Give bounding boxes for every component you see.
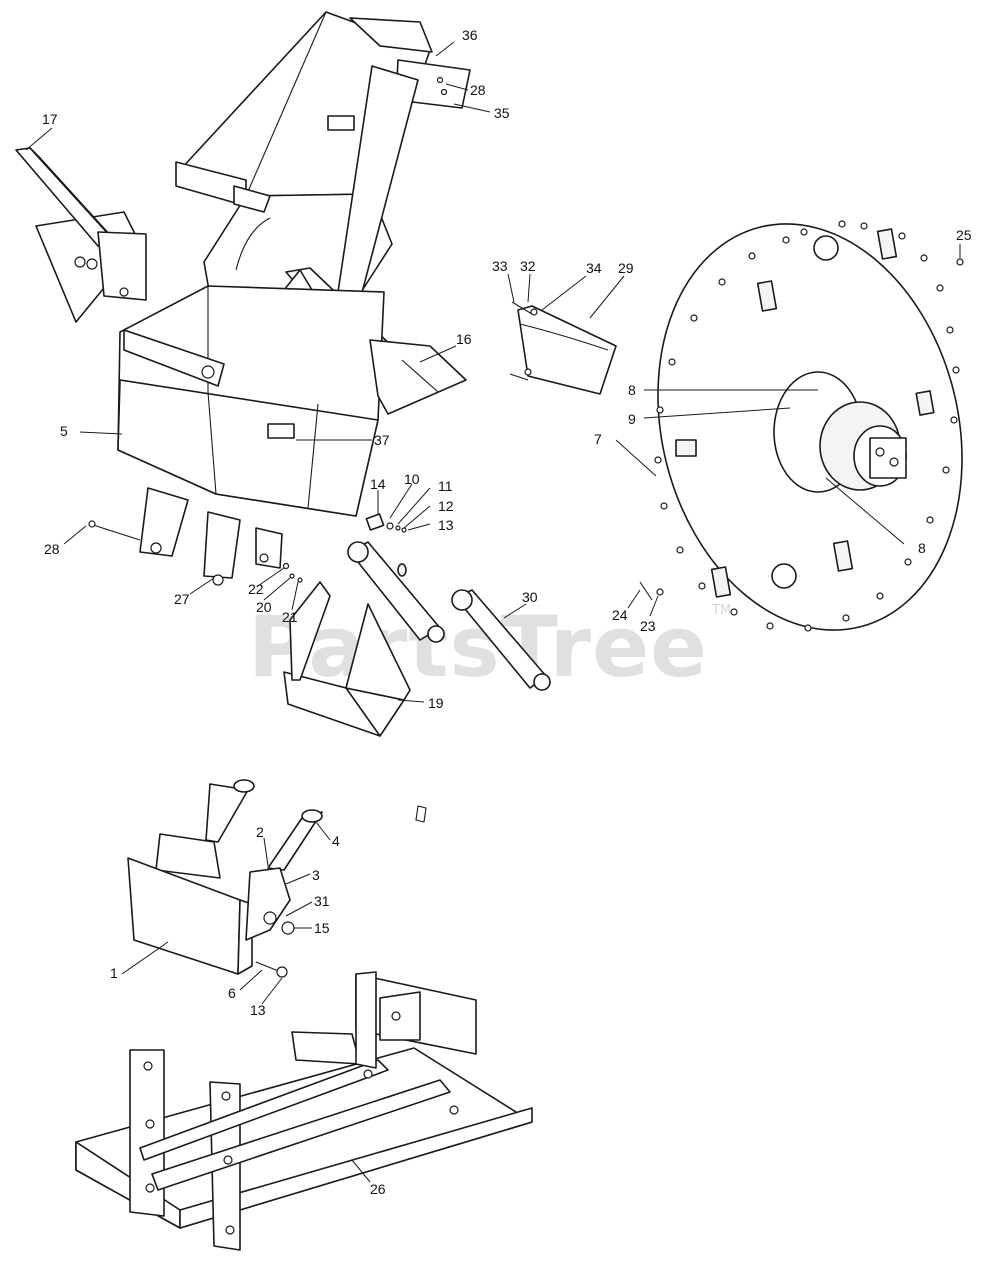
callout-34: 34 [586,260,602,276]
callout-7: 7 [594,431,602,447]
callout-28-top: 28 [470,82,486,98]
callout-12: 12 [438,498,454,514]
callout-27: 27 [174,591,190,607]
watermark-trademark: TM [711,603,731,618]
lower-mount-plate-assembly [127,779,427,978]
callout-28-left: 28 [44,541,60,557]
part-26-frame [75,971,533,1251]
callout-4: 4 [332,833,340,849]
hardware-fasteners [88,258,964,601]
callout-26: 26 [370,1181,386,1197]
callout-24: 24 [612,607,628,623]
callout-35: 35 [494,105,510,121]
callout-17: 17 [42,111,58,127]
rim-bolts [654,220,960,632]
callout-8-top: 8 [628,382,636,398]
callout-6: 6 [228,985,236,1001]
callout-19: 19 [428,695,444,711]
callout-21: 21 [282,609,298,625]
callout-8-bottom: 8 [918,540,926,556]
callout-1: 1 [110,965,118,981]
callout-5: 5 [60,423,68,439]
part-17-mount-arm [15,147,147,323]
callout-labels: 36 28 35 17 33 32 34 29 25 16 8 9 7 5 37… [42,27,972,1197]
hydraulic-cylinders [347,541,551,691]
part-7-impeller-disk [654,220,963,632]
callout-30: 30 [522,589,538,605]
callout-32: 32 [520,258,536,274]
callout-13-bottom: 13 [250,1002,266,1018]
callout-23: 23 [640,618,656,634]
callout-29: 29 [618,260,634,276]
callout-25: 25 [956,227,972,243]
chute-housing-assembly [117,11,471,586]
callout-37: 37 [374,432,390,448]
callout-20: 20 [256,599,272,615]
callout-9: 9 [628,411,636,427]
callout-3: 3 [312,867,320,883]
callout-31: 31 [314,893,330,909]
callout-22: 22 [248,581,264,597]
callout-14: 14 [370,476,386,492]
callout-2: 2 [256,824,264,840]
callout-11: 11 [438,478,453,494]
callout-15: 15 [314,920,330,936]
leader-lines [25,41,961,1183]
callout-36: 36 [462,27,478,43]
callout-16: 16 [456,331,472,347]
part-29-shield [509,301,617,395]
callout-13-top: 13 [438,517,454,533]
callout-33: 33 [492,258,508,274]
callout-10: 10 [404,471,420,487]
part-19-guard [283,581,411,737]
